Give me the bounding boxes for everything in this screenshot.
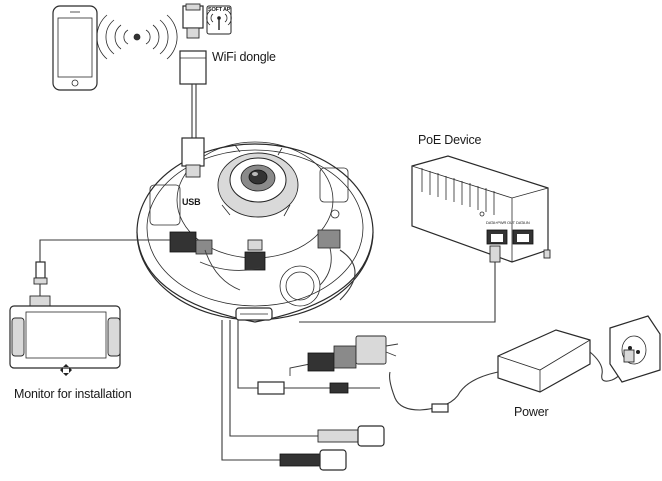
wifi-dongle	[179, 50, 207, 138]
usb-dongle-icon	[182, 3, 204, 39]
soft-ap-badge-icon	[206, 5, 232, 35]
poe-cable	[299, 245, 501, 323]
poe-device-icon	[411, 155, 551, 263]
power-adapter-icon	[389, 329, 629, 413]
monitor-label: Monitor for installation	[14, 387, 132, 401]
wifi-dongle-label: WiFi dongle	[212, 50, 276, 64]
camera-body	[136, 137, 374, 323]
poe-port-out-label: DATA+PWR OUT	[486, 220, 515, 225]
power-label: Power	[514, 405, 549, 419]
cable-harness	[221, 320, 399, 471]
poe-device-label: PoE Device	[418, 133, 482, 147]
wall-socket-icon	[609, 315, 661, 383]
monitor-cable	[33, 239, 170, 298]
wifi-waves-icon	[96, 14, 178, 60]
soft-ap-label: SOFT AP	[208, 7, 231, 13]
usb-label: USB	[181, 197, 202, 207]
smartphone-icon	[52, 5, 98, 91]
monitor-icon	[9, 295, 121, 376]
poe-port-in-label: DATA IN	[516, 220, 530, 225]
